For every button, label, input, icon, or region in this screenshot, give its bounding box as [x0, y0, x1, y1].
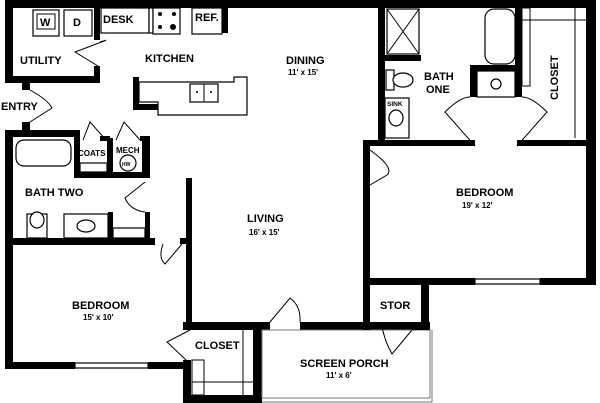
bathtub	[15, 139, 72, 167]
room-labels: UTILITY KITCHEN DINING 11' x 15' ENTRY C…	[1, 53, 561, 380]
svg-text:19' x 12': 19' x 12'	[462, 201, 493, 210]
room-bedroom-two: BEDROOM	[72, 300, 129, 312]
room-entry: ENTRY	[1, 101, 39, 113]
svg-text:15' x 10': 15' x 10'	[83, 313, 114, 322]
room-dining: DINING	[286, 55, 325, 67]
desk	[100, 7, 150, 34]
toilet	[392, 72, 414, 88]
room-bedroom-master: BEDROOM	[456, 187, 513, 199]
svg-text:ONE: ONE	[426, 84, 450, 96]
refrigerator	[191, 7, 223, 35]
room-bath-one: BATH	[424, 71, 454, 83]
walls	[5, 0, 596, 403]
room-mech: MECH	[116, 146, 140, 155]
room-bath-two: BATH TWO	[25, 187, 84, 199]
doors	[29, 39, 548, 361]
room-utility: UTILITY	[20, 55, 62, 67]
fixtures: W D DESK REF. HW SINK	[15, 7, 516, 239]
bathtub	[484, 8, 516, 65]
room-stor: STOR	[380, 300, 410, 312]
svg-text:DESK: DESK	[103, 14, 134, 26]
svg-text:11' x 15': 11' x 15'	[288, 68, 318, 77]
svg-text:W: W	[40, 17, 51, 29]
room-screen-porch: SCREEN PORCH	[300, 358, 389, 370]
svg-text:16' x 15': 16' x 15'	[249, 228, 280, 237]
svg-text:D: D	[73, 17, 81, 29]
range	[152, 7, 181, 35]
dryer	[63, 9, 93, 37]
room-living: LIVING	[247, 213, 284, 225]
svg-text:11' x 6': 11' x 6'	[326, 371, 352, 380]
room-closet-hall: CLOSET	[195, 340, 240, 352]
room-kitchen: KITCHEN	[145, 53, 194, 65]
room-coats: COATS	[78, 149, 106, 158]
room-closet-master: CLOSET	[549, 55, 561, 100]
vanity	[476, 70, 516, 98]
svg-text:SINK: SINK	[387, 101, 403, 108]
svg-text:HW: HW	[122, 162, 131, 168]
water-heater	[119, 154, 137, 172]
svg-text:REF.: REF.	[195, 12, 219, 24]
